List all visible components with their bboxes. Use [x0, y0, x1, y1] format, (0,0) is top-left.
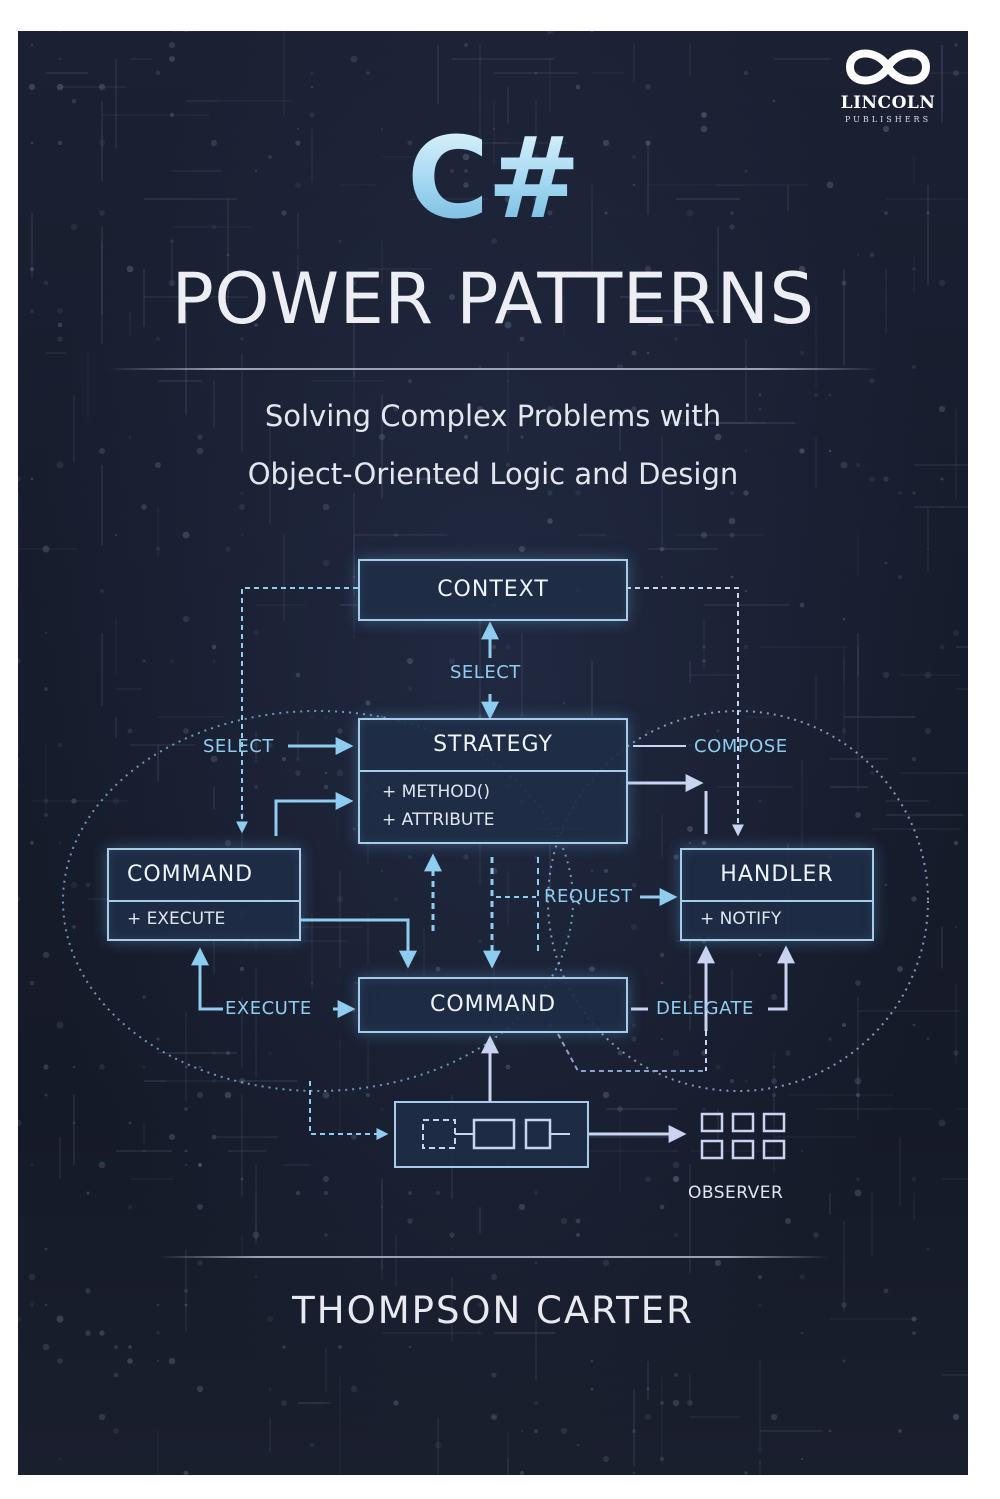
context-box: CONTEXT: [358, 559, 628, 621]
context-right-connector: [626, 587, 744, 837]
book-title-sub: POWER PATTERNS: [171, 258, 815, 340]
publisher-name: LINCOLN: [840, 93, 936, 113]
command-center-title: COMMAND: [429, 992, 557, 1017]
subtitle-line-2: Object-Oriented Logic and Design: [247, 457, 739, 491]
handler-title: HANDLER: [720, 862, 834, 887]
divider-top: [108, 368, 878, 370]
author-name: THOMPSON CARTER: [292, 1289, 694, 1332]
left-to-component: [309, 1081, 389, 1140]
pattern-diagram: [62, 587, 929, 1168]
book-cover: LINCOLN PUBLISHERS C# POWER PATTERNS Sol…: [18, 31, 968, 1475]
label-delegate: DELEGATE: [656, 998, 754, 1019]
command-strategy-arrow: [274, 792, 354, 836]
label-observer: OBSERVER: [688, 1183, 784, 1203]
context-box-title: CONTEXT: [437, 577, 549, 602]
book-title-main: C#: [18, 119, 968, 239]
publisher-tagline: PUBLISHERS: [824, 115, 952, 124]
label-select-top: SELECT: [450, 662, 521, 683]
command-left-member-execute: + EXECUTE: [127, 909, 226, 929]
right-dashed-bottom: [557, 1033, 706, 1072]
strategy-member-attribute: + ATTRIBUTE: [382, 810, 495, 830]
command-left-title: COMMAND: [127, 862, 254, 887]
command-left-to-center: [300, 918, 417, 969]
label-compose: COMPOSE: [694, 736, 788, 757]
execute-loop: [191, 947, 223, 1011]
right-cluster-ellipse: [547, 710, 929, 1092]
label-select-left: SELECT: [203, 736, 274, 757]
handler-member-notify: + NOTIFY: [700, 909, 782, 929]
component-slot-1: [472, 1118, 516, 1150]
command-left-box: COMMAND + EXECUTE: [107, 848, 301, 941]
handler-box: HANDLER + NOTIFY: [680, 848, 874, 941]
subtitle-line-1: Solving Complex Problems with: [264, 399, 722, 433]
divider-bottom: [158, 1256, 828, 1258]
strategy-box-title: STRATEGY: [433, 732, 553, 757]
delegate-right: [768, 945, 795, 1011]
strategy-member-method: + METHOD(): [382, 782, 490, 802]
left-cluster-ellipse: [62, 710, 574, 1092]
infinity-icon: [845, 49, 931, 85]
observer-grid-icon: [700, 1112, 786, 1160]
label-request: REQUEST: [544, 886, 633, 907]
label-execute: EXECUTE: [225, 998, 312, 1019]
strategy-box: STRATEGY + METHOD() + ATTRIBUTE: [358, 718, 628, 844]
context-left-connector: [236, 587, 358, 834]
command-center-box: COMMAND: [358, 977, 628, 1033]
